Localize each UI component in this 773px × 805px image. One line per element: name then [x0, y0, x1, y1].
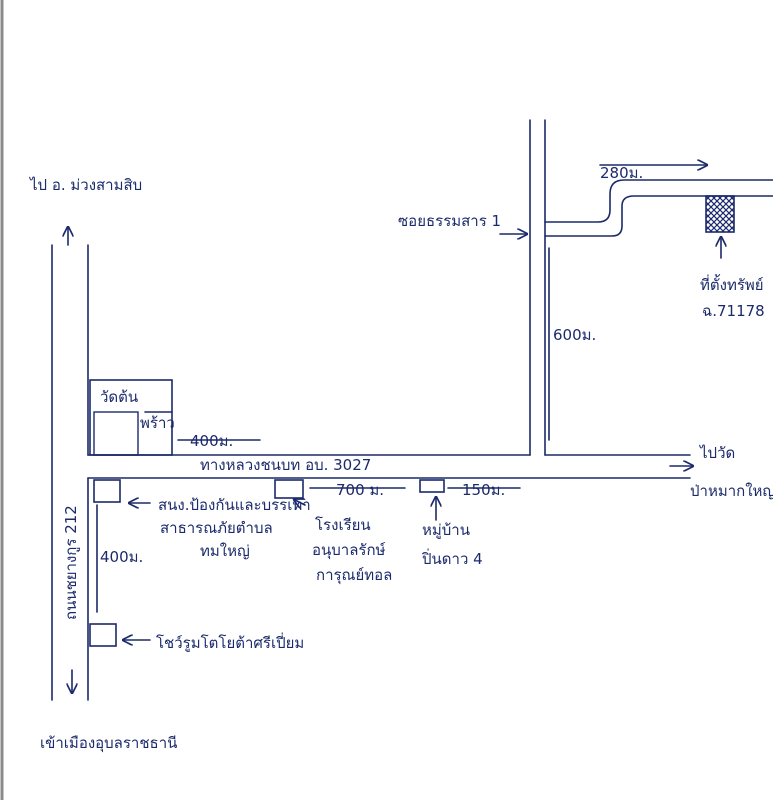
- school-building: [274, 479, 304, 499]
- soi-road: [529, 119, 546, 456]
- to-temple-label-1: ไปวัด: [699, 444, 735, 462]
- vertical-road-name: ถนนชยางกูร 212: [62, 505, 80, 620]
- main-road-name: ทางหลวงชนบท อบ. 3027: [200, 456, 371, 474]
- plot-marker-icon: [705, 195, 735, 233]
- school-label-2: อนุบาลรักษ์: [312, 541, 386, 560]
- plot-label: ที่ตั้งทรัพย์: [700, 274, 764, 294]
- deed-number-label: ฉ.71178: [702, 302, 765, 320]
- soi-name: ซอยธรรมสาร 1: [398, 212, 501, 230]
- main-road: [87, 454, 692, 479]
- school-label-3: การุณย์ทอล: [316, 566, 392, 585]
- to-muang-samsip-label: ไป อ. ม่วงสามสิบ: [29, 176, 142, 194]
- office-label-2: สาธารณภัยตำบล: [160, 519, 273, 537]
- distance-600: 600ม.: [553, 326, 596, 344]
- distance-400-left: 400ม.: [100, 548, 143, 566]
- to-ubon-city-label: เข้าเมืองอุบลราชธานี: [40, 734, 177, 753]
- dimension-lines: [96, 165, 706, 640]
- village-building: [419, 479, 445, 493]
- temple-building: [89, 379, 173, 456]
- showroom-label: โชว์รูมโตโยต้าศรีเปี่ยม: [156, 632, 304, 652]
- showroom-building: [89, 623, 117, 647]
- distance-400-top: 400ม.: [190, 432, 233, 450]
- vertical-road: [51, 228, 89, 701]
- office-label-1: สนง.ป้องกันและบรรเทา: [158, 496, 311, 514]
- distance-150: 150ม.: [462, 481, 505, 499]
- to-temple-label-2: ป่าหมากใหญ่: [690, 482, 773, 500]
- branch-road: [544, 179, 773, 237]
- village-label-2: ปิ่นดาว 4: [421, 548, 483, 568]
- distance-280: 280ม.: [600, 164, 643, 182]
- office-label-3: ทมใหญ่: [200, 542, 250, 560]
- temple-label-1: วัดต้น: [100, 388, 138, 406]
- temple-label-2: พร้าว: [140, 414, 175, 432]
- school-label-1: โรงเรียน: [315, 516, 371, 534]
- village-label-1: หมู่บ้าน: [422, 521, 470, 539]
- office-building: [93, 479, 121, 503]
- distance-700: 700 ม.: [336, 481, 384, 499]
